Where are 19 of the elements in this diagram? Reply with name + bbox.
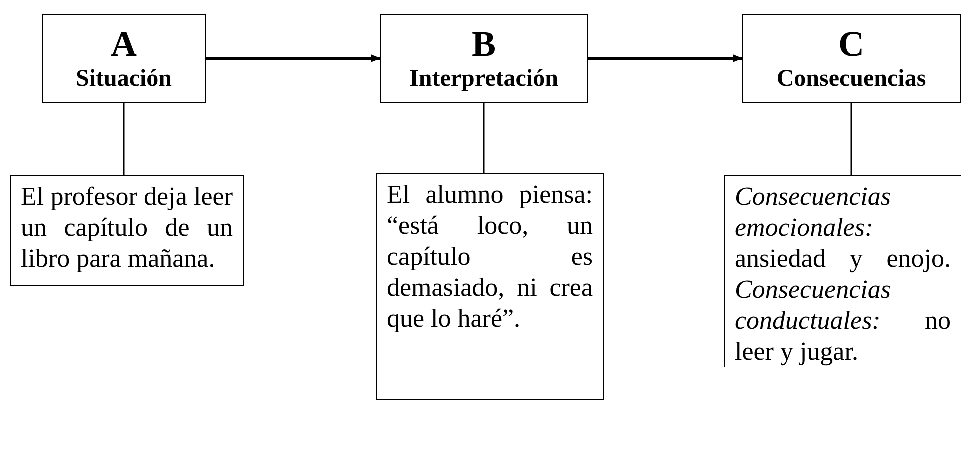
step-title: Situación	[76, 64, 172, 94]
connector-line	[850, 103, 852, 175]
text-box	[10, 175, 244, 286]
step-title: Interpretación	[410, 64, 558, 94]
heading-box	[380, 14, 588, 103]
description-text: El alumno piensa: “está loco, un capítulo es demasiado, ni crea que lo haré”.	[387, 179, 593, 334]
description-text: El profesor deja leer un capítulo de un libro para mañana.	[21, 181, 233, 274]
arrow	[206, 54, 381, 62]
heading-box	[42, 14, 206, 103]
arrow	[588, 54, 743, 62]
heading-box	[742, 14, 961, 103]
description-text: Consecuencias emocionales: ansiedad y enojo. Consecuencias conductuales: no leer y jugar.	[735, 181, 951, 367]
connector-line	[483, 103, 485, 173]
text-box	[376, 173, 604, 400]
step-letter: B	[472, 24, 496, 64]
connector-line	[123, 103, 125, 175]
step-letter: A	[111, 24, 137, 64]
step-letter: C	[838, 24, 864, 64]
step-title: Consecuencias	[776, 64, 926, 94]
